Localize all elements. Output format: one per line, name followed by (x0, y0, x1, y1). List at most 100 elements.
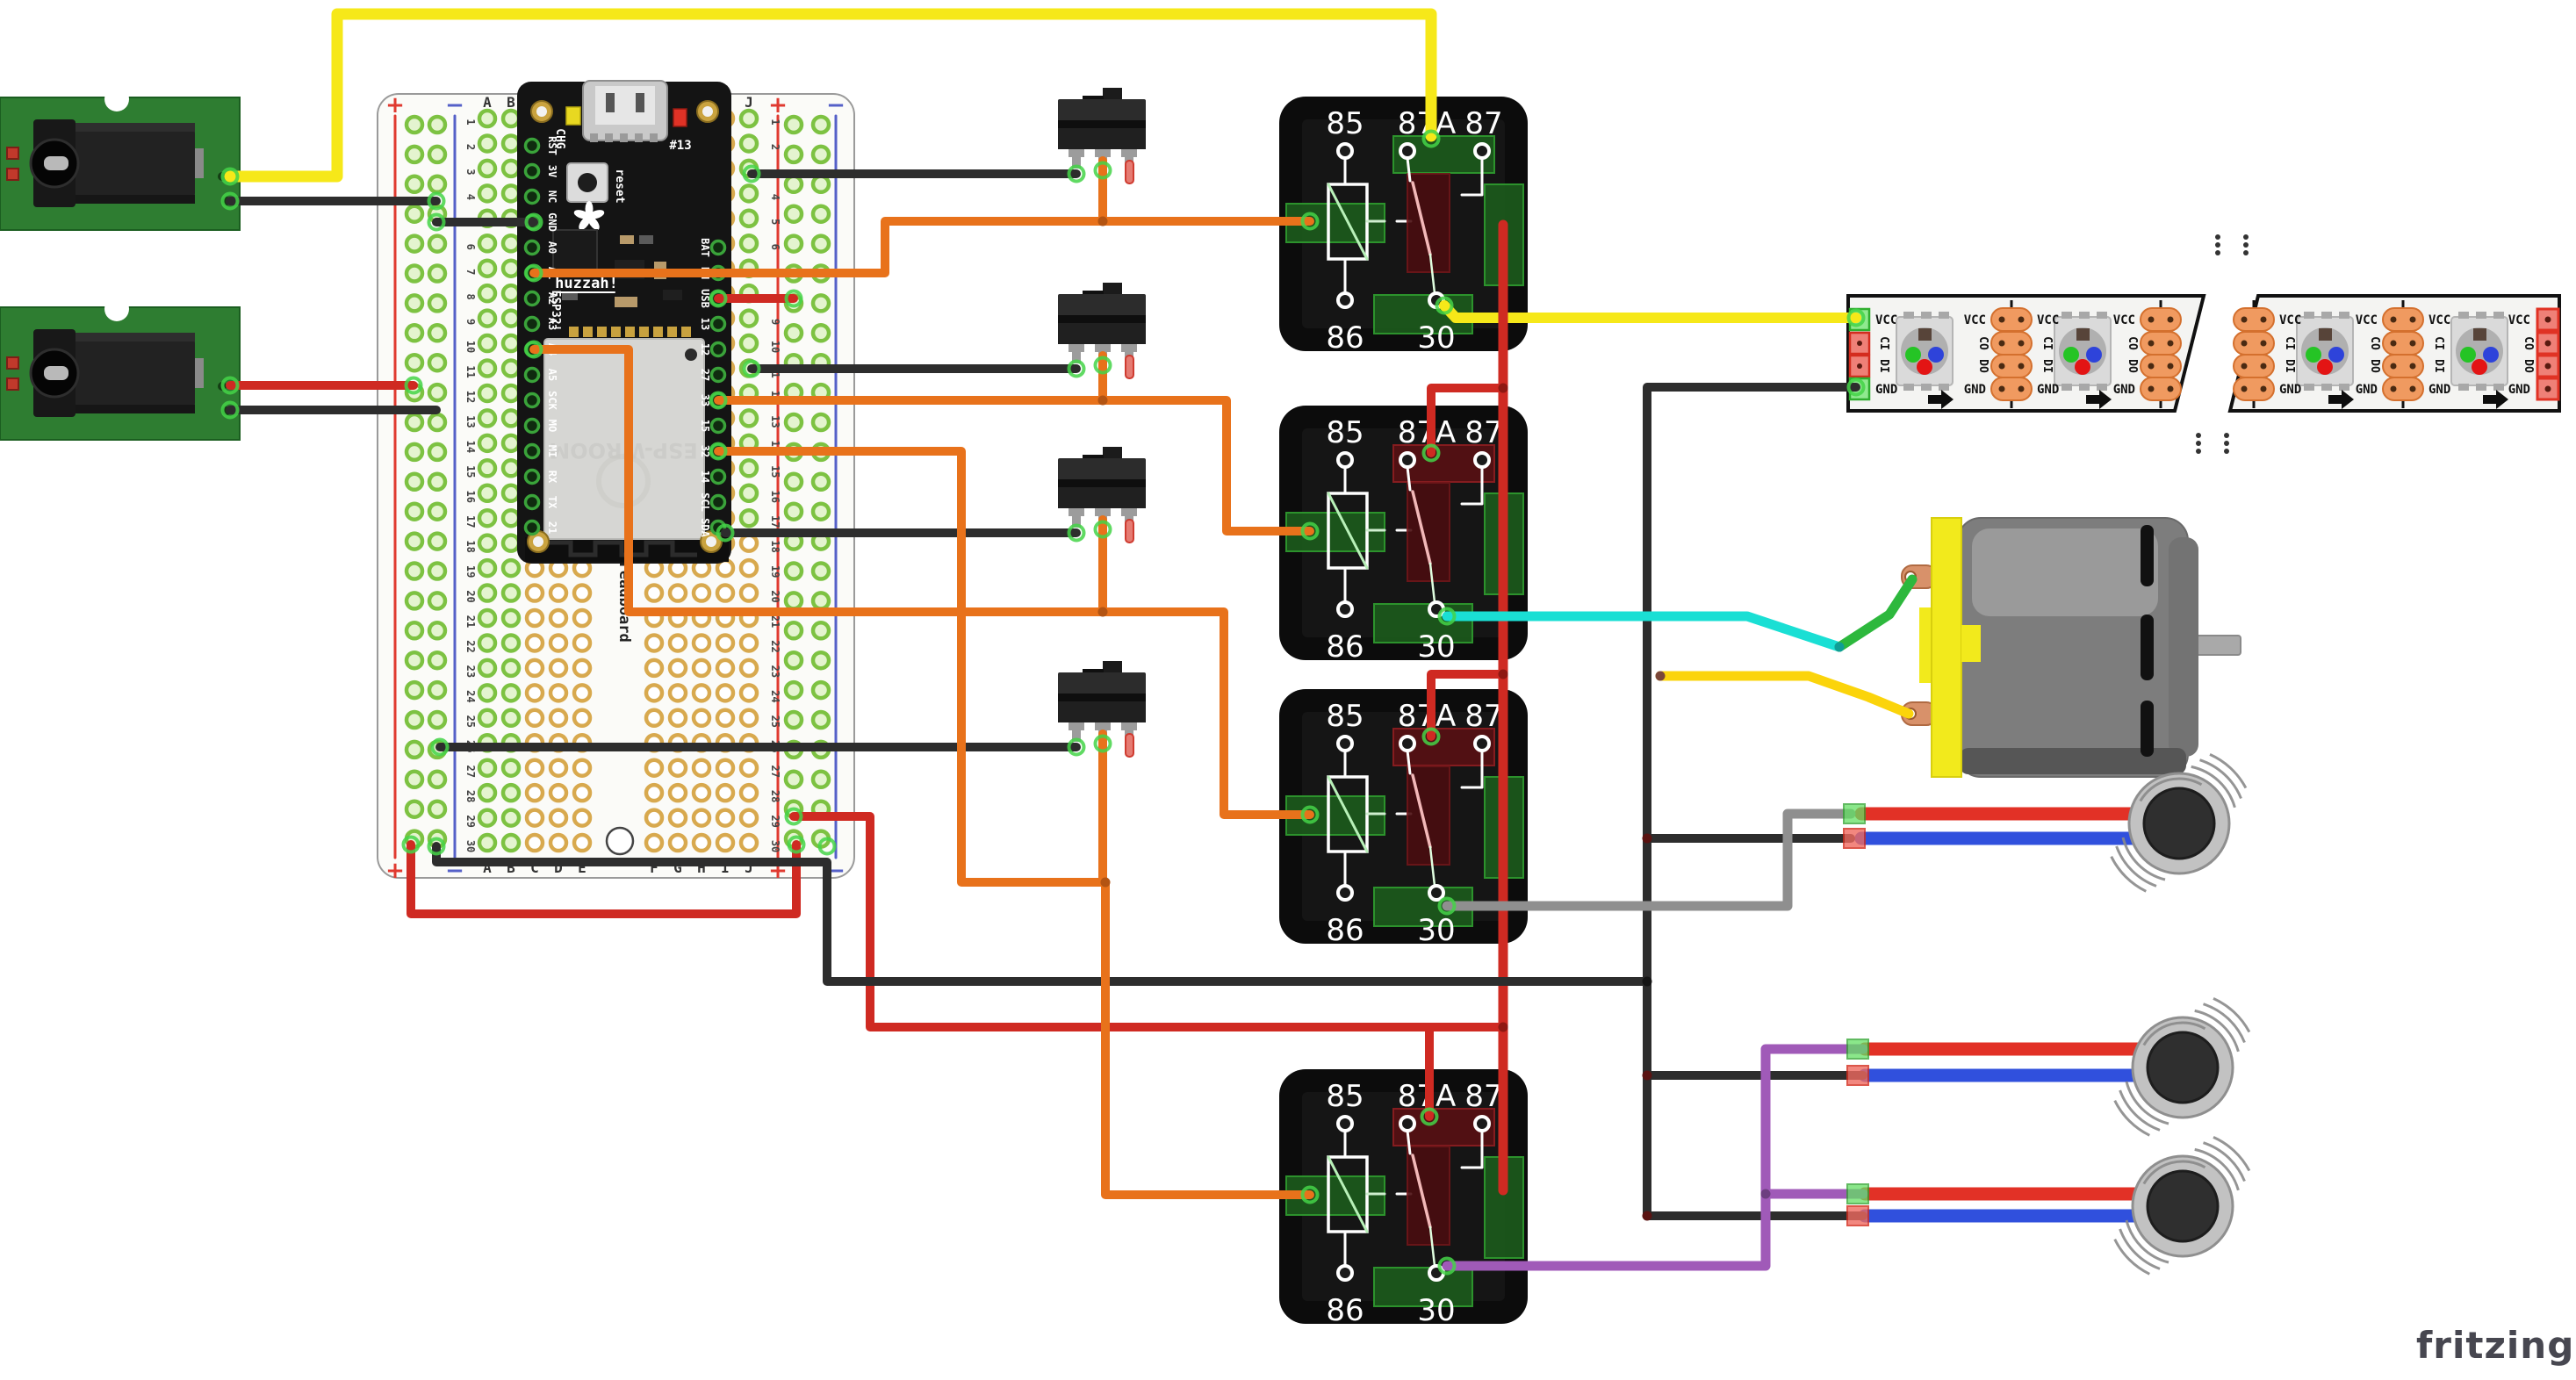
wire-yellow-motor-negative (1655, 671, 1914, 719)
svg-text:85: 85 (1326, 699, 1364, 734)
svg-text:30: 30 (1417, 1293, 1455, 1328)
svg-text:huzzah!: huzzah! (555, 275, 618, 292)
svg-text:17: 17 (769, 515, 781, 528)
svg-text:85: 85 (1326, 1079, 1364, 1114)
svg-text:18: 18 (769, 540, 781, 552)
svg-text:G: G (673, 859, 682, 876)
svg-text:GND: GND (2037, 383, 2059, 397)
svg-text:8: 8 (464, 294, 477, 300)
svg-text:6: 6 (769, 244, 781, 250)
wire-orange-a1-to-relay1-coil (529, 217, 1314, 277)
svg-text:24: 24 (464, 690, 477, 702)
vib-terminals (1846, 1183, 1869, 1226)
svg-text:27: 27 (769, 765, 781, 777)
svg-text:86: 86 (1326, 629, 1364, 665)
svg-text:DI: DI (2040, 359, 2054, 373)
svg-text:A: A (483, 859, 492, 876)
wire-orange-a4-to-relay3-coil (529, 345, 1314, 819)
svg-text:−: − (826, 92, 845, 119)
svg-text:2: 2 (769, 144, 781, 150)
svg-text:29: 29 (769, 815, 781, 827)
wire-green-motor-positive (1834, 574, 1918, 652)
svg-text:GND: GND (2428, 383, 2450, 397)
wire-red-plus-rail-tie (407, 840, 801, 918)
svg-text:A2: A2 (546, 292, 558, 305)
svg-text:C: C (530, 859, 539, 876)
svg-text:1: 1 (464, 119, 477, 125)
wire-cyan-relay2-30-to-motor (1442, 611, 1845, 652)
svg-text:VCC: VCC (2428, 313, 2450, 327)
svg-text:14: 14 (464, 441, 477, 453)
wire-red-plus-rail-to-relay-bus (789, 812, 1507, 1031)
svg-text:CO: CO (2368, 336, 2381, 350)
svg-text:87: 87 (1464, 699, 1502, 734)
svg-text:CI: CI (2040, 336, 2054, 350)
svg-text:15: 15 (699, 420, 711, 432)
svg-text:VCC: VCC (2508, 313, 2530, 327)
svg-text:+: + (768, 92, 788, 119)
svg-text:J: J (745, 859, 753, 876)
svg-text:28: 28 (464, 790, 477, 802)
svg-text:85: 85 (1326, 415, 1364, 450)
led-strip-continuation-dots (2196, 234, 2249, 454)
svg-text:GND: GND (1875, 383, 1897, 397)
svg-text:NC: NC (546, 190, 558, 203)
svg-text:BAT: BAT (699, 238, 711, 257)
connection-glows (220, 129, 1866, 1276)
svg-text:23: 23 (464, 665, 477, 678)
svg-text:20: 20 (769, 590, 781, 602)
svg-text:30: 30 (1417, 629, 1455, 665)
svg-text:DI: DI (1877, 359, 1890, 373)
svg-text:VCC: VCC (2279, 313, 2301, 327)
svg-text:SCL: SCL (699, 492, 711, 512)
dc-barrel-jack-2 (0, 297, 241, 441)
svg-text:−: − (445, 92, 464, 119)
wire-red-bus-to-relay3-87a (1427, 670, 1507, 741)
svg-text:27: 27 (699, 369, 711, 381)
wire-purple-relay4-30-to-vib2 (1442, 1044, 1868, 1271)
wire-black-rails-to-ground-bus (432, 842, 1651, 986)
svg-text:21: 21 (546, 521, 558, 534)
svg-text:17: 17 (464, 515, 477, 528)
svg-text:I: I (721, 859, 730, 876)
wire-orange-32-to-relay4-coil (714, 447, 1314, 1199)
svg-text:13: 13 (769, 415, 781, 428)
svg-text:19: 19 (464, 565, 477, 578)
vib-terminals (1846, 1039, 1869, 1086)
svg-text:24: 24 (769, 690, 781, 702)
svg-text:MO: MO (546, 420, 558, 432)
svg-text:27: 27 (464, 765, 477, 777)
svg-text:GND: GND (2113, 383, 2135, 397)
svg-text:SDA: SDA (699, 518, 711, 537)
svg-text:87: 87 (1464, 106, 1502, 141)
svg-text:3: 3 (464, 169, 477, 175)
svg-text:10: 10 (769, 341, 781, 353)
vib-terminals (1843, 803, 1866, 849)
svg-text:A0: A0 (546, 241, 558, 254)
svg-text:VCC: VCC (1964, 313, 1986, 327)
svg-text:13: 13 (699, 318, 711, 330)
svg-text:4: 4 (464, 194, 477, 200)
svg-text:J: J (745, 94, 753, 111)
svg-text:87: 87 (1464, 1079, 1502, 1114)
dc-motor (1901, 517, 2241, 778)
svg-text:SCK: SCK (546, 391, 558, 410)
fritzing-watermark: fritzing (2416, 1324, 2575, 1367)
svg-text:86: 86 (1326, 913, 1364, 948)
svg-text:30: 30 (1417, 320, 1455, 356)
wire-red-bus-to-relay2-87a (1427, 384, 1507, 457)
svg-text:CI: CI (2283, 336, 2296, 350)
svg-text:CI: CI (1877, 336, 1890, 350)
vibration-motor-2 (1858, 997, 2251, 1137)
svg-text:F: F (650, 859, 658, 876)
svg-text:22: 22 (769, 640, 781, 652)
svg-text:30: 30 (769, 840, 781, 852)
svg-text:RX: RX (546, 471, 558, 484)
svg-text:H: H (697, 859, 706, 876)
svg-text:19: 19 (769, 565, 781, 578)
